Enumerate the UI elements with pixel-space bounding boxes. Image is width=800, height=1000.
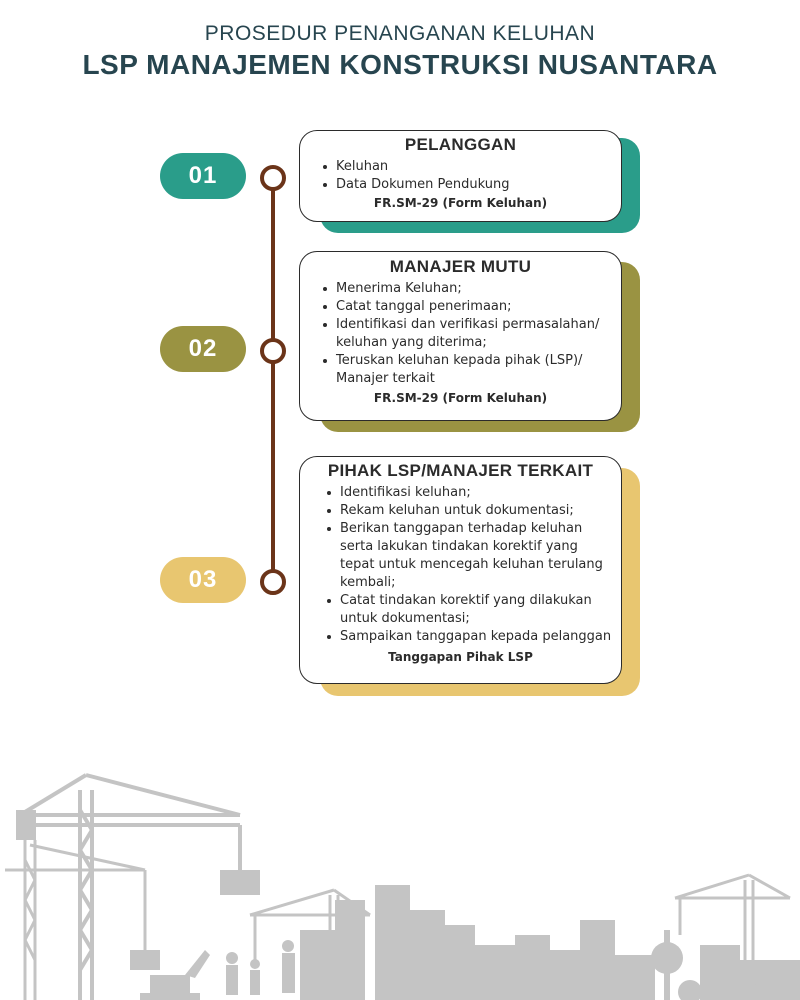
step-2-title: MANAJER MUTU bbox=[389, 257, 532, 276]
excavator-silhouette bbox=[140, 950, 210, 1000]
building-shape bbox=[580, 920, 615, 1000]
building-shape bbox=[615, 955, 655, 1000]
step-3-item: Berikan tanggapan terhadap keluhan serta… bbox=[327, 520, 621, 592]
step-3-item: Sampaikan tanggapan kepada pelanggan bbox=[327, 628, 621, 646]
step-3-list: Identifikasi keluhan; Rekam keluhan untu… bbox=[300, 484, 621, 646]
step-3-title: PIHAK LSP/MANAJER TERKAIT bbox=[327, 461, 594, 480]
tower-crane-small bbox=[5, 840, 147, 1000]
building-shape bbox=[375, 885, 410, 1000]
page-subtitle: PROSEDUR PENANGANAN KELUHAN bbox=[204, 22, 596, 45]
tower-crane-large bbox=[18, 773, 242, 1000]
step-2-item: Teruskan keluhan kepada pihak (LSP)/ Man… bbox=[323, 352, 621, 388]
step-2-item: Identifikasi dan verifikasi permasalahan… bbox=[323, 316, 621, 352]
step-1-title: PELANGGAN bbox=[404, 135, 517, 154]
building-shape bbox=[335, 900, 365, 1000]
timeline-line bbox=[271, 176, 275, 580]
step-1-item: Data Dokumen Pendukung bbox=[323, 176, 621, 194]
step-3-item: Rekam keluhan untuk dokumentasi; bbox=[327, 502, 621, 520]
step-1-card: PELANGGAN Keluhan Data Dokumen Pendukung… bbox=[299, 130, 622, 222]
water-tower-leg bbox=[664, 930, 670, 1000]
page-title: LSP MANAJEMEN KONSTRUKSI NUSANTARA bbox=[82, 49, 718, 80]
step-2-timeline-node bbox=[260, 338, 286, 364]
step-3-footer: Tanggapan Pihak LSP bbox=[388, 650, 533, 664]
step-2-card: MANAJER MUTU Menerima Keluhan; Catat tan… bbox=[299, 251, 622, 421]
building-shape bbox=[445, 925, 475, 1000]
crane-load bbox=[130, 950, 160, 970]
step-1-footer: FR.SM-29 (Form Keluhan) bbox=[373, 196, 548, 210]
step-2-item: Menerima Keluhan; bbox=[323, 280, 621, 298]
building-shape bbox=[475, 945, 515, 1000]
step-2-number-badge: 02 bbox=[160, 326, 246, 372]
dome-shape bbox=[703, 980, 727, 1000]
step-1-item: Keluhan bbox=[323, 158, 621, 176]
step-2-footer: FR.SM-29 (Form Keluhan) bbox=[373, 391, 548, 405]
step-1-timeline-node bbox=[260, 165, 286, 191]
header: PROSEDUR PENANGANAN KELUHAN LSP MANAJEME… bbox=[0, 20, 800, 81]
dome-shape bbox=[753, 980, 777, 1000]
building-shape bbox=[300, 930, 340, 1000]
step-3-item: Identifikasi keluhan; bbox=[327, 484, 621, 502]
building-shape bbox=[405, 910, 445, 1000]
tower-crane-right bbox=[674, 873, 791, 1000]
step-3-number-badge: 03 bbox=[160, 557, 246, 603]
building-shape bbox=[550, 950, 580, 1000]
step-3-timeline-node bbox=[260, 569, 286, 595]
building-shape bbox=[515, 935, 550, 1000]
dome-shape bbox=[678, 980, 702, 1000]
step-2-item: Catat tanggal penerimaan; bbox=[323, 298, 621, 316]
crane-load bbox=[220, 870, 260, 895]
crane-counterweight bbox=[16, 810, 36, 840]
workers-silhouette bbox=[226, 940, 295, 995]
step-3-item: Catat tindakan korektif yang dilakukan u… bbox=[327, 592, 621, 628]
step-1-list: Keluhan Data Dokumen Pendukung bbox=[300, 158, 621, 194]
step-2-list: Menerima Keluhan; Catat tanggal penerima… bbox=[300, 280, 621, 388]
step-3-card: PIHAK LSP/MANAJER TERKAIT Identifikasi k… bbox=[299, 456, 622, 684]
tower-crane-middle bbox=[249, 888, 371, 1000]
construction-skyline-illustration bbox=[5, 773, 800, 1000]
step-1-number-badge: 01 bbox=[160, 153, 246, 199]
